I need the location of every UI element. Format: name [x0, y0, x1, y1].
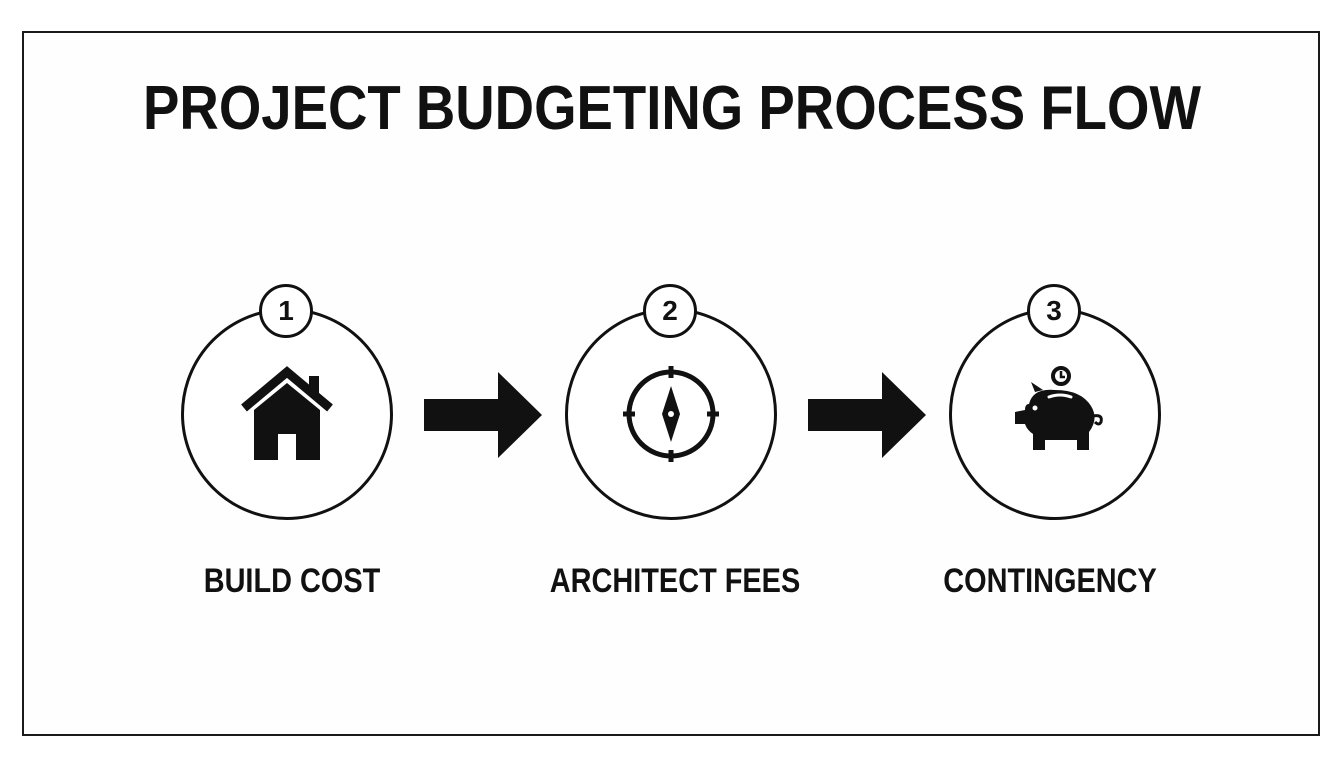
arrow-right-icon: [424, 372, 542, 458]
step-number: 3: [1027, 284, 1081, 338]
diagram-title: PROJECT BUDGETING PROCESS FLOW: [143, 74, 1201, 143]
step-number: 1: [259, 284, 313, 338]
step-label: BUILD COST: [203, 562, 381, 600]
step-number: 2: [643, 284, 697, 338]
house-icon: [241, 366, 333, 460]
step-contingency: 3: [949, 284, 1169, 524]
arrow-right-icon: [808, 372, 926, 458]
step-label: ARCHITECT FEES: [549, 562, 801, 600]
compass-icon: [623, 366, 719, 462]
step-build-cost: 1: [181, 284, 401, 524]
step-architect-fees: 2: [565, 284, 785, 524]
step-label: CONTINGENCY: [943, 562, 1157, 600]
piggy-bank-icon: [1015, 366, 1103, 450]
